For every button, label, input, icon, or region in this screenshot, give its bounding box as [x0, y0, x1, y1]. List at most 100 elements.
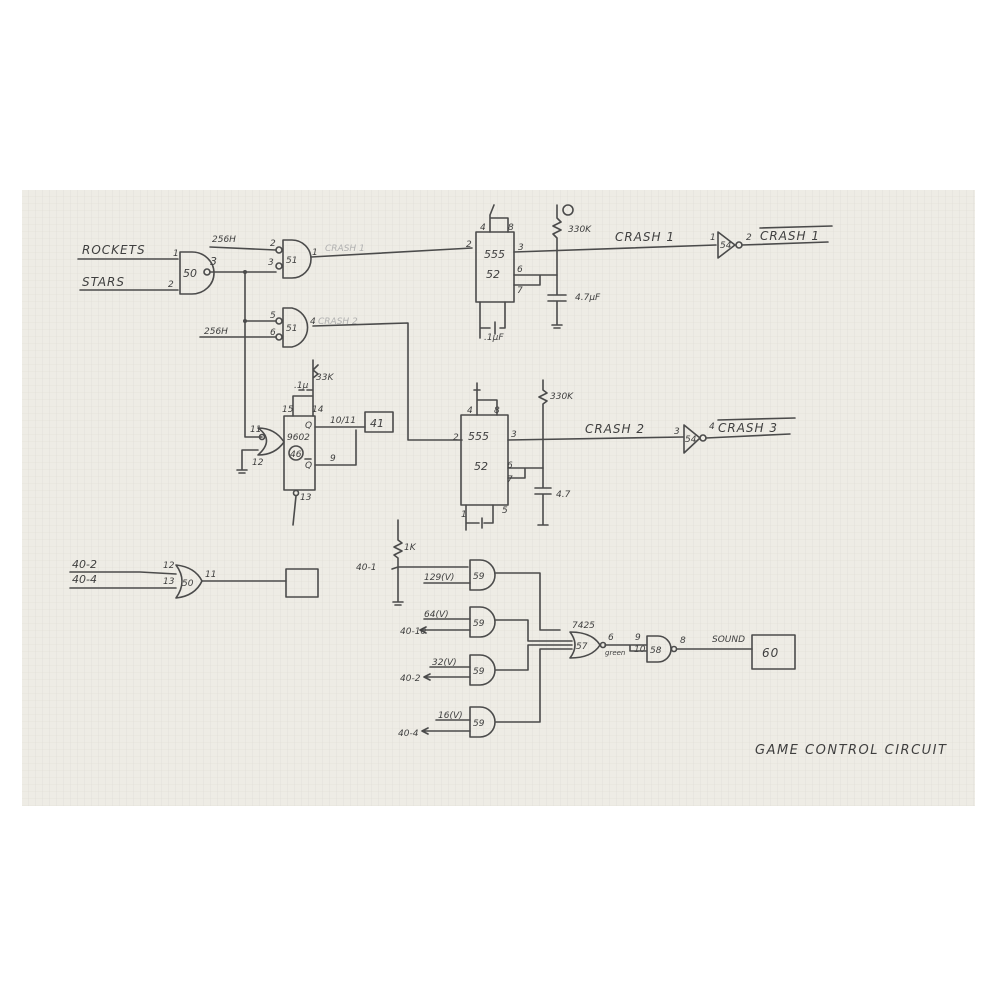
svg-text:2: 2 [746, 233, 752, 243]
cap-01u-label: .1µ [294, 381, 309, 391]
box-60 [751, 634, 796, 670]
svg-text:4: 4 [467, 406, 473, 416]
svg-text:7: 7 [517, 286, 523, 296]
cap-47-2: 4.7 [556, 490, 571, 500]
svg-text:12: 12 [252, 458, 264, 468]
svg-text:1: 1 [312, 248, 318, 258]
empty-box [285, 568, 319, 598]
crash1-faint: CRASH 1 [325, 244, 365, 254]
svg-text:3: 3 [674, 427, 680, 437]
out-40-4: 40-4 [398, 729, 419, 739]
svg-text:1: 1 [710, 233, 716, 243]
svg-text:4: 4 [709, 422, 715, 432]
svg-text:5: 5 [502, 506, 508, 516]
nand-gate-51b: 51 [275, 307, 309, 348]
v64-label: 64(V) [424, 610, 449, 620]
timer-555-upper: 555 52 [475, 231, 515, 303]
crash3-bar-output: CRASH 3 [718, 421, 778, 435]
sound-label: SOUND [712, 635, 745, 645]
svg-text:6: 6 [507, 461, 513, 471]
svg-text:59: 59 [473, 719, 485, 729]
svg-text:54: 54 [720, 241, 732, 251]
svg-text:4: 4 [310, 317, 316, 327]
rockets-label: ROCKETS [82, 243, 146, 257]
svg-text:1: 1 [461, 510, 467, 520]
svg-text:12: 12 [163, 561, 175, 571]
svg-text:50: 50 [182, 579, 194, 589]
svg-text:1: 1 [173, 249, 179, 259]
svg-text:2: 2 [453, 433, 459, 443]
resistor-33k: 33K [316, 373, 334, 383]
svg-text:3: 3 [511, 430, 517, 440]
svg-text:11: 11 [250, 425, 261, 435]
out-40-10: 40-10 [400, 627, 426, 637]
green-note: green [605, 649, 625, 657]
oneshot-9602: 9602 46 Q Q [283, 415, 316, 491]
resistor-1k: 1K [404, 543, 417, 553]
svg-text:555: 555 [468, 430, 489, 443]
nand-gate-59-d: 59 [469, 706, 496, 738]
svg-text:2: 2 [270, 239, 276, 249]
v32-label: 32(V) [432, 658, 457, 668]
svg-text:5: 5 [270, 311, 276, 321]
svg-text:9602: 9602 [287, 433, 310, 443]
svg-text:59: 59 [473, 667, 485, 677]
svg-text:2: 2 [168, 280, 174, 290]
nand-gate-51: 51 [275, 239, 312, 279]
svg-text:8: 8 [494, 406, 500, 416]
svg-text:3: 3 [210, 255, 217, 268]
svg-text:9: 9 [330, 454, 336, 464]
svg-text:11: 11 [205, 570, 216, 580]
svg-text:54: 54 [685, 435, 697, 445]
box-41 [364, 411, 394, 433]
net-40-1: 40-1 [356, 563, 376, 573]
svg-text:15: 15 [282, 405, 294, 415]
svg-text:13: 13 [163, 577, 175, 587]
nand-gate-59-b: 59 [469, 606, 496, 638]
crash1-net-label: CRASH 1 [615, 230, 675, 244]
svg-text:50: 50 [183, 267, 197, 280]
svg-text:6: 6 [517, 265, 523, 275]
crash2-net-label: CRASH 2 [585, 422, 645, 436]
nand-gate-59-a: 59 [469, 559, 496, 591]
svg-text:6: 6 [608, 633, 614, 643]
stars-label: STARS [82, 275, 125, 289]
svg-text:7: 7 [507, 475, 513, 485]
svg-text:7425: 7425 [572, 621, 595, 631]
256h-label-2: 256H [204, 327, 228, 337]
svg-text:8: 8 [508, 223, 514, 233]
svg-text:4: 4 [480, 223, 486, 233]
resistor-330k-2: 330K [550, 392, 574, 402]
svg-text:10: 10 [634, 645, 646, 655]
in-40-2: 40-2 [72, 558, 97, 571]
cap-01uf-label: .1µF [484, 333, 504, 343]
box-60-label: 60 [762, 646, 779, 660]
svg-text:51: 51 [286, 256, 297, 266]
svg-text:46: 46 [290, 450, 302, 460]
svg-text:3: 3 [268, 258, 274, 268]
256h-label: 256H [212, 235, 236, 245]
crash2-faint: CRASH 2 [318, 317, 358, 327]
svg-text:57: 57 [576, 642, 588, 652]
svg-text:8: 8 [680, 636, 686, 646]
crash1-bar-output: CRASH 1 [760, 229, 820, 243]
svg-text:3: 3 [518, 243, 524, 253]
diagram-title: GAME CONTROL CIRCUIT [755, 743, 947, 758]
svg-text:10/11: 10/11 [330, 416, 356, 426]
svg-text:58: 58 [650, 646, 662, 656]
svg-text:14: 14 [312, 405, 324, 415]
svg-text:2: 2 [466, 240, 472, 250]
or-gate-50: 50 [175, 564, 203, 599]
svg-text:51: 51 [286, 324, 297, 334]
svg-text:Q: Q [305, 421, 312, 431]
svg-text:52: 52 [486, 268, 500, 281]
svg-text:13: 13 [300, 493, 312, 503]
in-40-4: 40-4 [72, 573, 97, 586]
svg-text:6: 6 [270, 328, 276, 338]
v129-label: 129(V) [424, 573, 454, 583]
svg-text:59: 59 [473, 572, 485, 582]
resistor-330k-1: 330K [568, 225, 592, 235]
svg-text:52: 52 [474, 460, 488, 473]
svg-text:9: 9 [635, 633, 641, 643]
